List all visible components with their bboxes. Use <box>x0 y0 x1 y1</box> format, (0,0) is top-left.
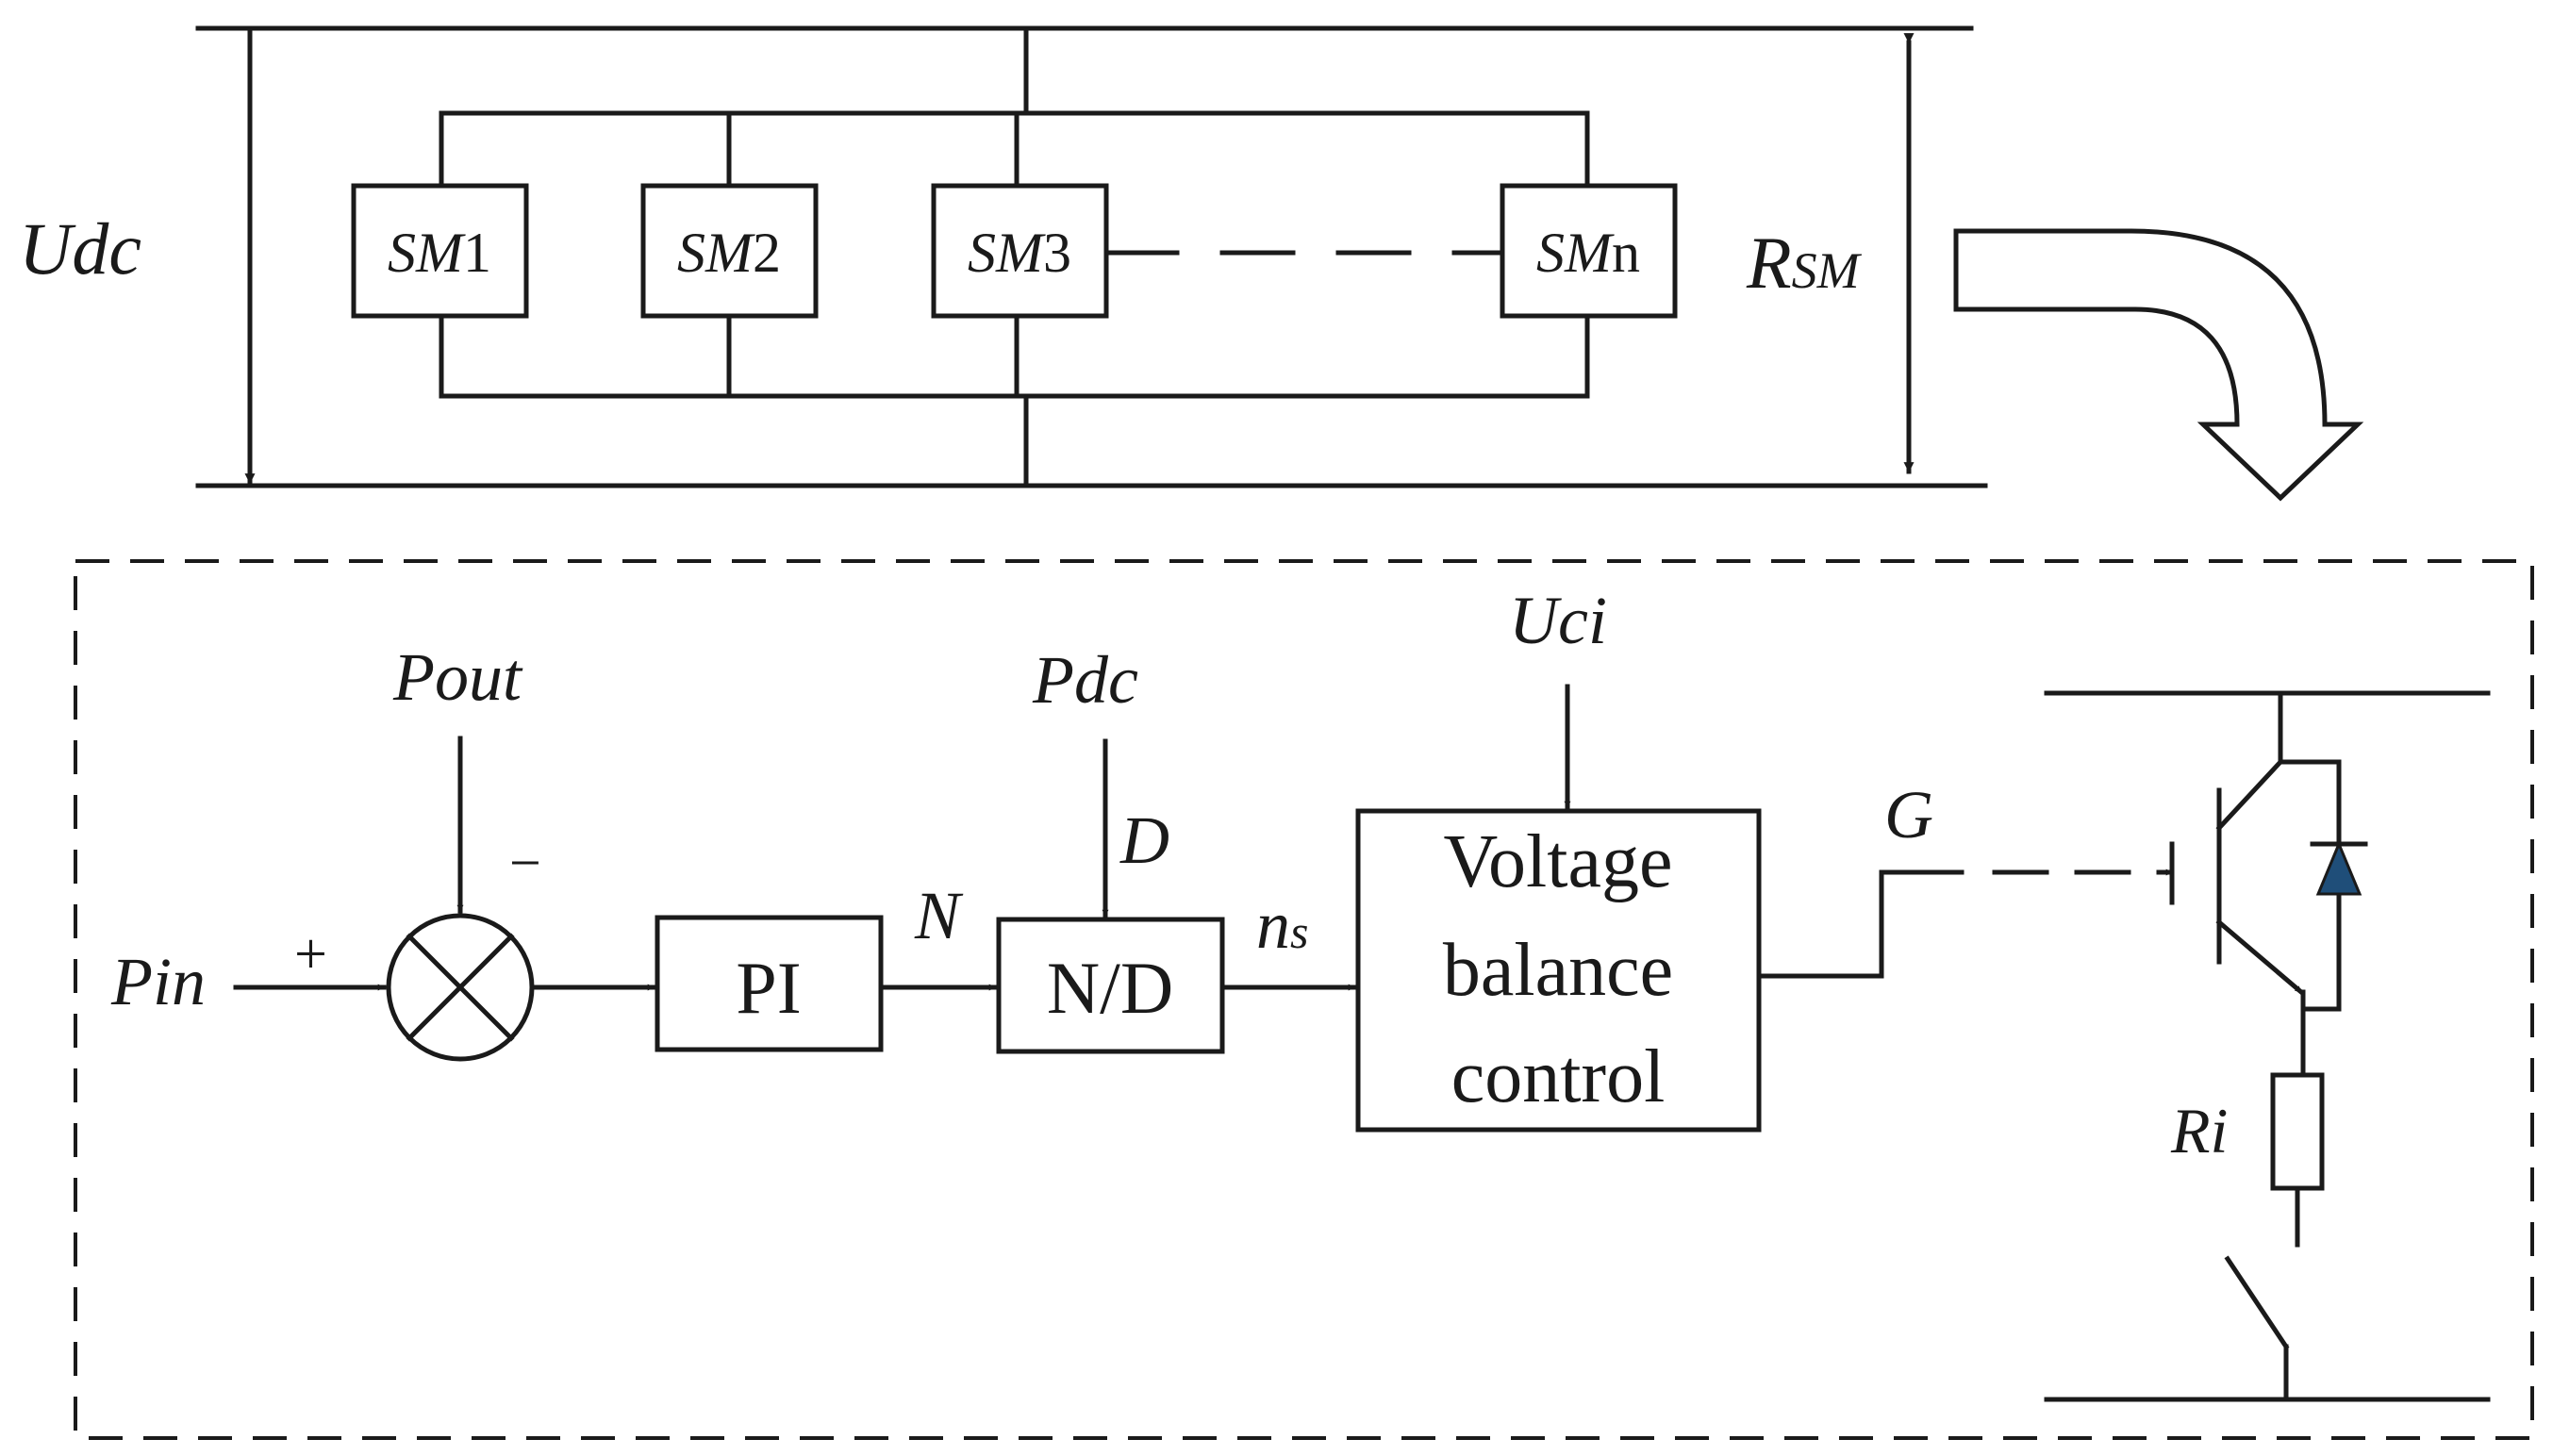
minus-sign: − <box>509 832 541 894</box>
submodule-1 <box>351 183 529 319</box>
ri-label: Ri <box>2170 1095 2228 1166</box>
submodule-1-label: SM1 <box>388 222 491 284</box>
pi-block <box>655 915 884 1052</box>
rsm-label: RSM <box>1746 222 1863 304</box>
dc-bus-section: Udc SM1 SM2 SM3 SMn RSM <box>19 25 2364 502</box>
igbt-emitter-arrow <box>2215 918 2305 996</box>
udc-label: Udc <box>19 207 141 290</box>
voltage-balance-control-block <box>1355 808 1762 1133</box>
vbc-line-1: Voltage <box>1444 820 1673 903</box>
igbt-circuit: Ri <box>2044 690 2491 1402</box>
diode-icon <box>2315 840 2362 896</box>
submodule-2 <box>640 183 819 319</box>
pi-label: PI <box>736 947 801 1029</box>
control-section: Pin + Pout − PI N N/D Pdc D ns Voltage b… <box>74 559 2534 1440</box>
submodule-n-label: SMn <box>1536 222 1640 284</box>
nd-label: N/D <box>1047 947 1173 1029</box>
pin-label: Pin <box>110 944 206 1019</box>
resistor-ri <box>2270 1072 2325 1191</box>
vbc-line-3: control <box>1451 1035 1666 1118</box>
submodule-3 <box>931 183 1109 319</box>
vbc-line-2: balance <box>1443 929 1673 1012</box>
summing-cross-b <box>406 933 515 1042</box>
ns-label: ns <box>1256 887 1308 963</box>
submodule-2-label: SM2 <box>677 222 781 284</box>
control-dashed-frame <box>74 559 2534 1440</box>
plus-sign: + <box>294 922 327 986</box>
g-label: G <box>1884 777 1933 852</box>
pout-label: Pout <box>392 639 523 715</box>
gate-signal-line <box>1756 869 1964 979</box>
igbt-collector <box>2215 758 2284 832</box>
nd-block <box>996 917 1225 1054</box>
expand-arrow-icon <box>1953 228 2364 502</box>
uci-label: Uci <box>1509 583 1607 658</box>
bypass-switch <box>2224 1255 2290 1350</box>
pdc-label: Pdc <box>1032 642 1138 718</box>
submodule-3-label: SM3 <box>968 222 1071 284</box>
n-signal-label: N <box>914 878 964 953</box>
d-label: D <box>1119 802 1169 878</box>
submodule-n <box>1500 183 1678 319</box>
